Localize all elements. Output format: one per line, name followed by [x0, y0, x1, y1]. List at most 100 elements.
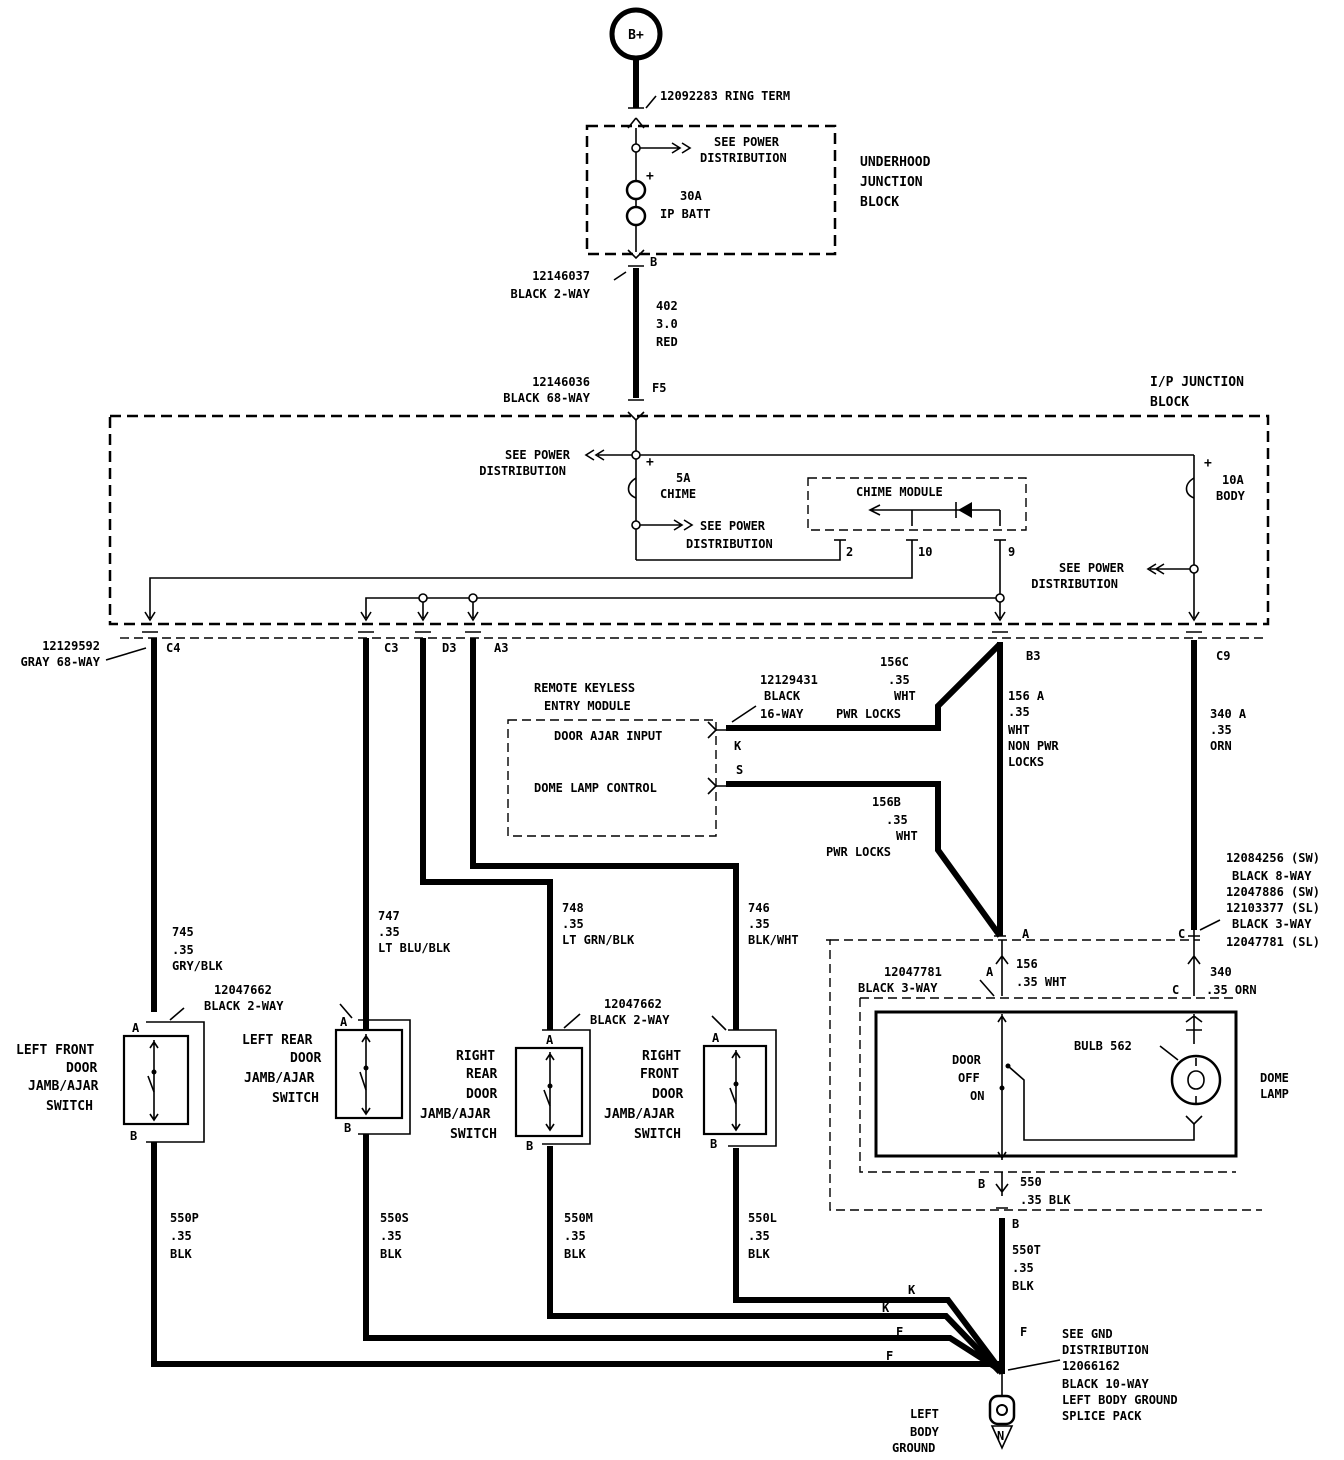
svg-text:WHT: WHT: [896, 829, 918, 843]
svg-text:F: F: [896, 1325, 903, 1339]
svg-text:.35: .35: [748, 917, 770, 931]
svg-text:156 A: 156 A: [1008, 689, 1045, 703]
svg-text:RED: RED: [656, 335, 678, 349]
svg-text:12047781 (SL): 12047781 (SL): [1226, 935, 1320, 949]
svg-text:BLACK 68-WAY: BLACK 68-WAY: [503, 391, 590, 405]
svg-text:REAR: REAR: [466, 1067, 497, 1082]
svg-text:FRONT: FRONT: [640, 1067, 679, 1082]
svg-text:BULB 562: BULB 562: [1074, 1039, 1132, 1053]
svg-text:3.0: 3.0: [656, 317, 678, 331]
ground-icon: [988, 1372, 1016, 1450]
svg-text:F: F: [1020, 1325, 1027, 1339]
svg-text:.35: .35: [170, 1229, 192, 1243]
bulb-icon: [1170, 1054, 1222, 1126]
svg-text:12047662: 12047662: [214, 983, 272, 997]
left-rear-door-switch: [334, 1019, 411, 1135]
svg-text:LEFT REAR: LEFT REAR: [242, 1033, 313, 1048]
svg-text:K: K: [734, 739, 742, 753]
see-power-arrow-3: [640, 519, 694, 531]
wire-156b: [726, 781, 1003, 938]
svg-text:D3: D3: [442, 641, 456, 655]
svg-text:DISTRIBUTION: DISTRIBUTION: [1062, 1343, 1149, 1357]
svg-text:.35 WHT: .35 WHT: [1016, 975, 1067, 989]
see-power-arrow-2: [584, 449, 632, 461]
svg-text:CHIME: CHIME: [660, 487, 696, 501]
svg-text:550T: 550T: [1012, 1243, 1041, 1257]
ring-term-label: 12092283 RING TERM: [660, 89, 790, 103]
diode-icon: [958, 502, 972, 518]
svg-text:DOOR AJAR INPUT: DOOR AJAR INPUT: [554, 729, 662, 743]
svg-text:CHIME MODULE: CHIME MODULE: [856, 485, 943, 499]
svg-text:BLK/WHT: BLK/WHT: [748, 933, 799, 947]
chime-module: [807, 477, 1027, 531]
svg-text:BODY: BODY: [910, 1425, 940, 1439]
svg-text:GRAY 68-WAY: GRAY 68-WAY: [21, 655, 101, 669]
svg-text:BLACK 2-WAY: BLACK 2-WAY: [590, 1013, 670, 1027]
svg-text:C4: C4: [166, 641, 180, 655]
svg-text:I/P JUNCTION: I/P JUNCTION: [1150, 375, 1244, 390]
svg-text:745: 745: [172, 925, 194, 939]
svg-text:C: C: [1178, 927, 1185, 941]
svg-text:SWITCH: SWITCH: [46, 1099, 93, 1114]
fuse-10a-icon: [1185, 477, 1195, 499]
svg-text:SWITCH: SWITCH: [272, 1091, 319, 1106]
svg-text:WHT: WHT: [894, 689, 916, 703]
svg-text:.35: .35: [1012, 1261, 1034, 1275]
svg-text:B: B: [978, 1177, 985, 1191]
svg-text:B: B: [130, 1129, 137, 1143]
svg-text:+: +: [646, 169, 654, 184]
svg-text:NON PWR: NON PWR: [1008, 739, 1059, 753]
svg-text:DOOR: DOOR: [290, 1051, 321, 1066]
svg-text:156B: 156B: [872, 795, 901, 809]
svg-text:B3: B3: [1026, 649, 1040, 663]
svg-text:DISTRIBUTION: DISTRIBUTION: [479, 464, 566, 478]
svg-text:550: 550: [1020, 1175, 1042, 1189]
svg-text:JAMB/AJAR: JAMB/AJAR: [244, 1071, 315, 1086]
svg-text:GRY/BLK: GRY/BLK: [172, 959, 223, 973]
svg-text:A3: A3: [494, 641, 508, 655]
svg-text:BLK: BLK: [748, 1247, 770, 1261]
svg-text:DISTRIBUTION: DISTRIBUTION: [700, 151, 787, 165]
svg-text:LEFT BODY GROUND: LEFT BODY GROUND: [1062, 1393, 1178, 1407]
svg-text:DOME: DOME: [1260, 1071, 1289, 1085]
svg-text:S: S: [736, 763, 743, 777]
wire-550m: [547, 1146, 1003, 1375]
wire-746: [470, 638, 739, 1030]
svg-text:12047886 (SW): 12047886 (SW): [1226, 885, 1320, 899]
svg-text:BLOCK: BLOCK: [1150, 395, 1189, 410]
svg-text:.35: .35: [378, 925, 400, 939]
svg-text:.35: .35: [562, 917, 584, 931]
svg-text:156: 156: [1016, 957, 1038, 971]
svg-text:550P: 550P: [170, 1211, 199, 1225]
remote-keyless-entry-module: [507, 719, 717, 837]
svg-text:WHT: WHT: [1008, 723, 1030, 737]
svg-text:.35: .35: [564, 1229, 586, 1243]
svg-text:5A: 5A: [676, 471, 691, 485]
svg-text:30A: 30A: [680, 189, 702, 203]
wire-550l: [733, 1148, 1005, 1374]
svg-text:BLACK 10-WAY: BLACK 10-WAY: [1062, 1377, 1149, 1391]
svg-text:BLACK 3-WAY: BLACK 3-WAY: [1232, 917, 1312, 931]
svg-text:12129592: 12129592: [42, 639, 100, 653]
svg-text:.35 BLK: .35 BLK: [1020, 1193, 1071, 1207]
svg-text:JAMB/AJAR: JAMB/AJAR: [420, 1107, 491, 1122]
svg-text:12084256 (SW): 12084256 (SW): [1226, 851, 1320, 865]
svg-text:PWR LOCKS: PWR LOCKS: [836, 707, 901, 721]
svg-text:LT GRN/BLK: LT GRN/BLK: [562, 933, 635, 947]
svg-text:+: +: [1204, 456, 1212, 471]
svg-text:C: C: [1172, 983, 1179, 997]
svg-text:12146037: 12146037: [532, 269, 590, 283]
svg-text:SWITCH: SWITCH: [450, 1127, 497, 1142]
svg-text:A: A: [340, 1015, 348, 1029]
svg-text:748: 748: [562, 901, 584, 915]
svg-text:402: 402: [656, 299, 678, 313]
svg-text:550M: 550M: [564, 1211, 593, 1225]
svg-text:LEFT FRONT: LEFT FRONT: [16, 1043, 94, 1058]
svg-text:DOOR: DOOR: [466, 1087, 497, 1102]
svg-text:.35 ORN: .35 ORN: [1206, 983, 1257, 997]
dome-lamp-outer-boundary: [826, 939, 1262, 1211]
svg-text:12146036: 12146036: [532, 375, 590, 389]
svg-text:C3: C3: [384, 641, 398, 655]
svg-text:SEE POWER: SEE POWER: [714, 135, 780, 149]
